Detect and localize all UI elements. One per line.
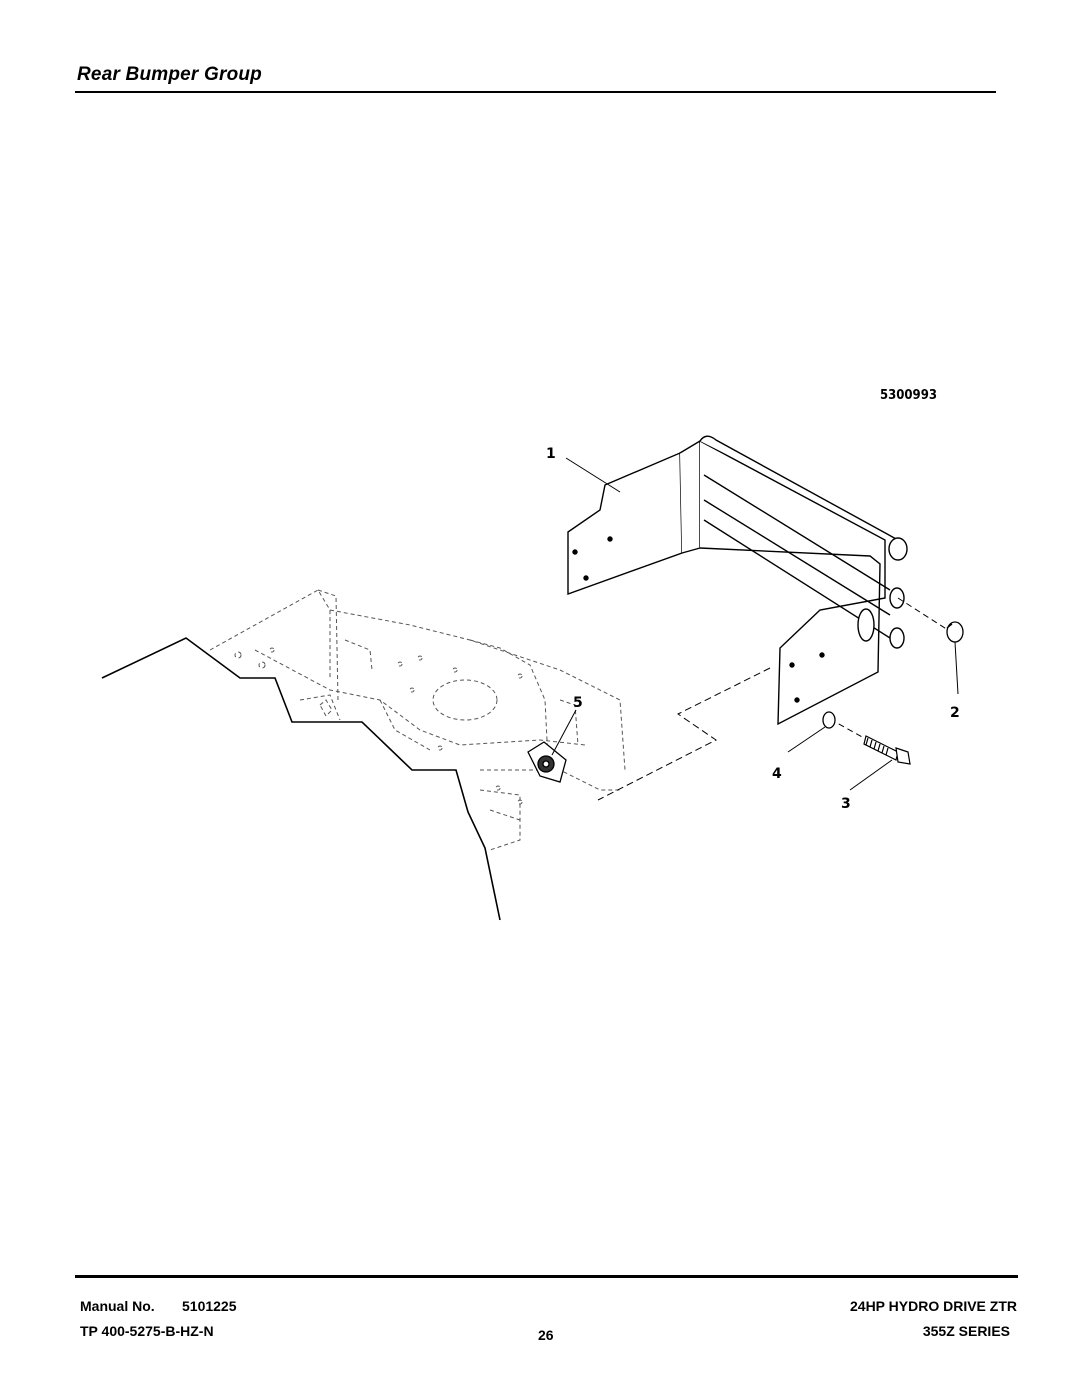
- leader-lines: [551, 457, 959, 791]
- plug-line: [897, 597, 949, 631]
- frame-cutout: [432, 679, 498, 721]
- rear-bumper: [567, 435, 908, 726]
- series-name: 355Z SERIES: [922, 1323, 1010, 1339]
- callout-4: 4: [772, 766, 782, 782]
- washer-part: [822, 711, 836, 729]
- callout-5: 5: [573, 695, 583, 711]
- bolt-line: [829, 718, 865, 739]
- parts-diagram: 5300993: [101, 388, 964, 921]
- manual-label: Manual No.: [80, 1298, 155, 1314]
- tp-code: TP 400-5275-B-HZ-N: [80, 1323, 214, 1339]
- callout-3: 3: [841, 796, 851, 812]
- title-rule: [75, 91, 996, 93]
- plug-part: [946, 621, 964, 643]
- footer-rule: [75, 1275, 1018, 1278]
- mower-frame: [209, 589, 626, 851]
- page-title: Rear Bumper Group: [77, 64, 262, 85]
- bolt-part: [863, 735, 911, 765]
- model-name: 24HP HYDRO DRIVE ZTR: [850, 1298, 1017, 1314]
- page-number: 26: [538, 1327, 554, 1343]
- manual-number: 5101225: [182, 1298, 237, 1314]
- diagram-reference-number: 5300993: [880, 388, 937, 403]
- callout-2: 2: [950, 705, 960, 721]
- mounting-line: [597, 667, 771, 801]
- callout-1: 1: [546, 446, 556, 462]
- frame-break-line: [101, 637, 501, 921]
- nut-part: [527, 741, 567, 783]
